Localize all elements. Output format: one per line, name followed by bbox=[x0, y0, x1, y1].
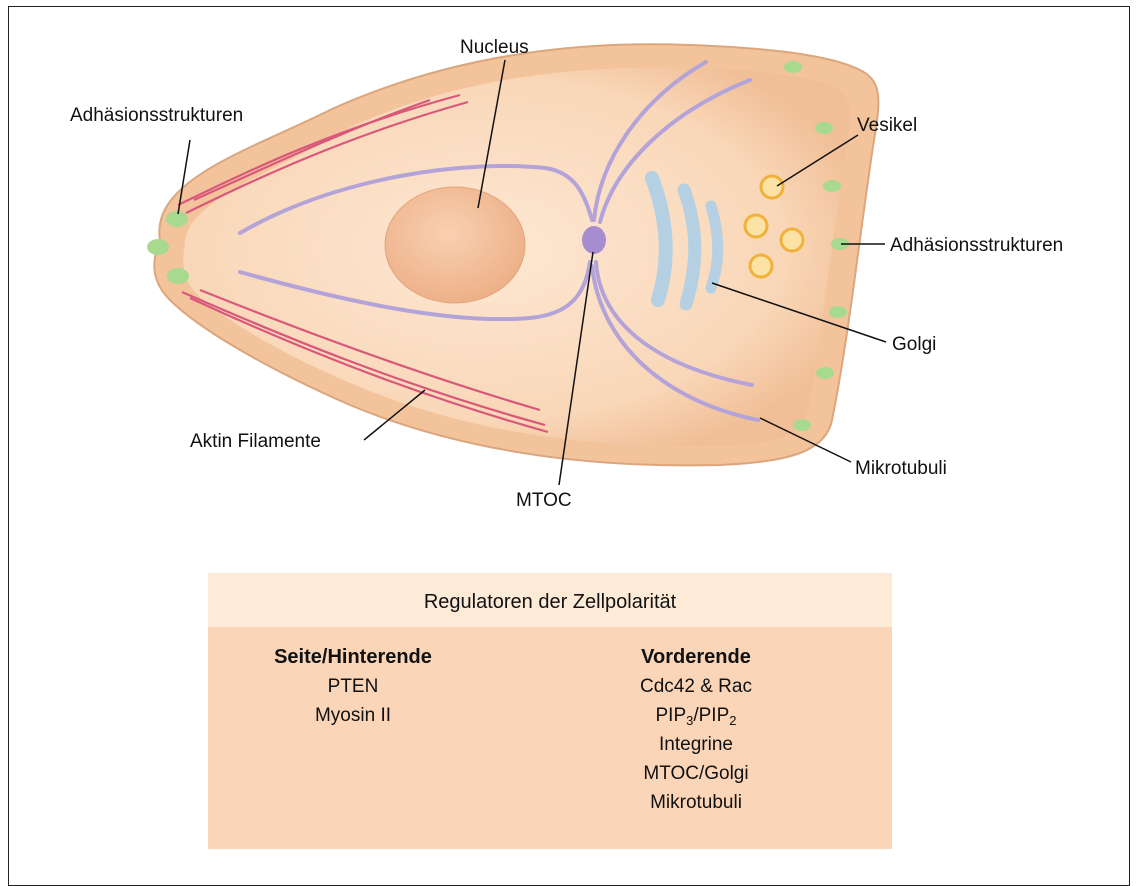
label-nucleus: Nucleus bbox=[460, 37, 529, 58]
column-rear-item: Myosin II bbox=[208, 701, 498, 730]
column-front-heading: Vorderende bbox=[566, 643, 826, 672]
label-aktin: Aktin Filamente bbox=[190, 431, 321, 452]
column-front-item-pip: PIP3/PIP2 bbox=[566, 701, 826, 730]
label-mtoc: MTOC bbox=[516, 490, 572, 511]
column-rear-heading: Seite/Hinterende bbox=[208, 643, 498, 672]
label-golgi: Golgi bbox=[892, 334, 936, 355]
column-front: Vorderende Cdc42 & Rac PIP3/PIP2 Integri… bbox=[566, 643, 826, 817]
regulators-table: Regulatoren der Zellpolarität Seite/Hint… bbox=[208, 573, 892, 849]
column-front-item: MTOC/Golgi bbox=[566, 759, 826, 788]
table-title: Regulatoren der Zellpolarität bbox=[208, 573, 892, 627]
column-rear-item: PTEN bbox=[208, 672, 498, 701]
column-front-item: Mikrotubuli bbox=[566, 788, 826, 817]
label-mikrotubuli: Mikrotubuli bbox=[855, 458, 947, 479]
column-front-item: Integrine bbox=[566, 730, 826, 759]
column-front-item: Cdc42 & Rac bbox=[566, 672, 826, 701]
column-rear: Seite/Hinterende PTEN Myosin II bbox=[208, 643, 498, 730]
nucleus bbox=[385, 187, 525, 303]
label-adhesion-right: Adhäsionsstrukturen bbox=[890, 235, 1063, 256]
label-vesikel: Vesikel bbox=[857, 115, 917, 136]
label-adhesion-left: Adhäsionsstrukturen bbox=[70, 105, 243, 126]
mtoc bbox=[582, 226, 606, 254]
